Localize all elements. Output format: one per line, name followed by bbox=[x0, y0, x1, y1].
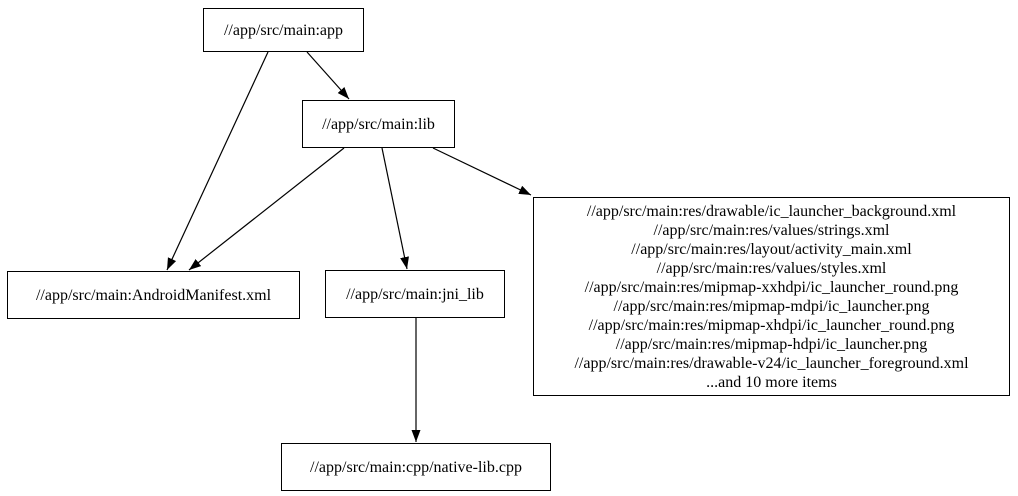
node-native-lib-cpp-label: //app/src/main:cpp/native-lib.cpp bbox=[310, 458, 522, 476]
resources-line: //app/src/main:res/mipmap-mdpi/ic_launch… bbox=[613, 297, 930, 315]
node-native-lib-cpp: //app/src/main:cpp/native-lib.cpp bbox=[281, 443, 551, 491]
resources-line: //app/src/main:res/drawable-v24/ic_launc… bbox=[574, 354, 969, 372]
resources-line: //app/src/main:res/values/strings.xml bbox=[653, 221, 890, 239]
resources-line: //app/src/main:res/layout/activity_main.… bbox=[631, 240, 912, 258]
node-lib-label: //app/src/main:lib bbox=[322, 115, 435, 133]
edge-app-to-lib bbox=[306, 51, 350, 100]
node-app: //app/src/main:app bbox=[203, 8, 364, 52]
node-jni-lib-label: //app/src/main:jni_lib bbox=[346, 285, 484, 303]
resources-line: //app/src/main:res/mipmap-xhdpi/ic_launc… bbox=[588, 316, 955, 334]
node-jni-lib: //app/src/main:jni_lib bbox=[325, 270, 505, 318]
resources-line: //app/src/main:res/mipmap-hdpi/ic_launch… bbox=[615, 335, 928, 353]
edge-app-to-manifest bbox=[166, 51, 269, 271]
edge-lib-to-resources bbox=[432, 147, 532, 196]
node-app-label: //app/src/main:app bbox=[223, 21, 344, 39]
resources-line: //app/src/main:res/values/styles.xml bbox=[656, 259, 887, 277]
edge-lib-to-jni-lib bbox=[381, 147, 409, 270]
node-resources-group: //app/src/main:res/drawable/ic_launcher_… bbox=[533, 197, 1010, 396]
edge-lib-to-manifest bbox=[188, 147, 345, 271]
node-android-manifest-label: //app/src/main:AndroidManifest.xml bbox=[35, 286, 272, 304]
resources-line: //app/src/main:res/mipmap-xxhdpi/ic_laun… bbox=[584, 278, 959, 296]
node-android-manifest: //app/src/main:AndroidManifest.xml bbox=[7, 271, 300, 319]
resources-line: //app/src/main:res/drawable/ic_launcher_… bbox=[586, 202, 957, 220]
node-lib: //app/src/main:lib bbox=[302, 100, 455, 148]
resources-more-items-line: ...and 10 more items bbox=[706, 373, 837, 391]
